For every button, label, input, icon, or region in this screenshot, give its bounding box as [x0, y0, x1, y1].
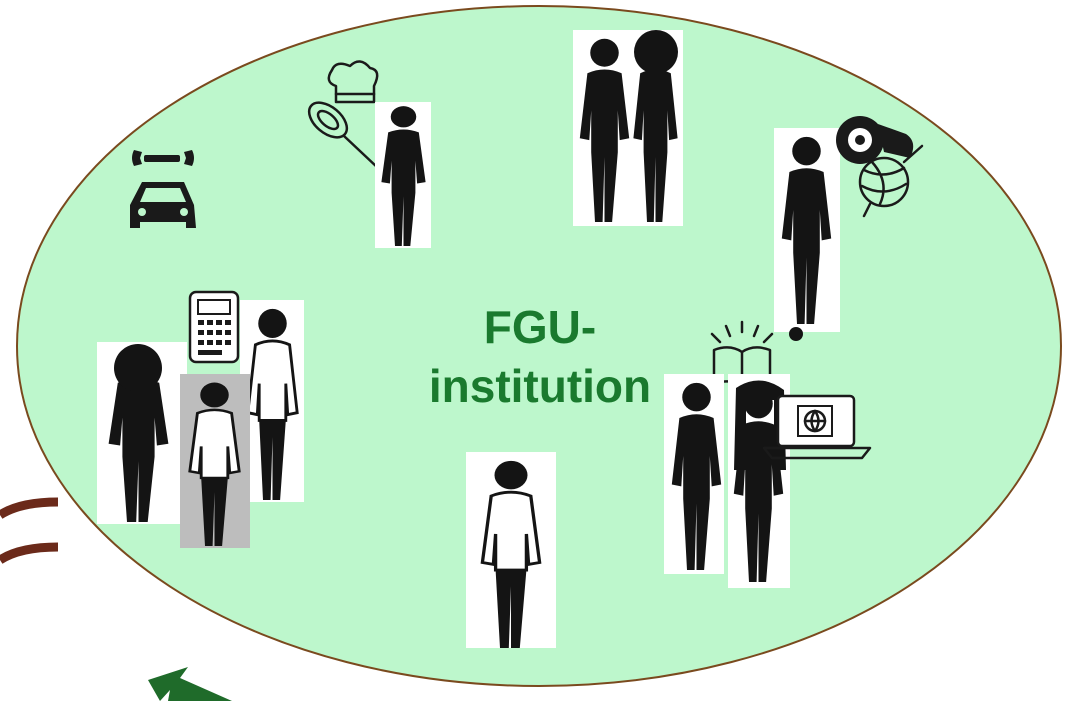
- office-group: [97, 290, 304, 548]
- car-icon: [130, 182, 196, 228]
- title-line-1: FGU-: [484, 301, 596, 353]
- chef-group: [307, 60, 431, 248]
- connector-lines: [0, 497, 59, 564]
- wrench-icon: [132, 150, 194, 166]
- crafts-group: [774, 116, 924, 332]
- title-line-2: institution: [429, 360, 651, 412]
- laptop-globe-icon: [762, 394, 872, 460]
- pair-top-group: [573, 30, 683, 226]
- measuring-tape-icon: [836, 116, 914, 164]
- yarn-ball-icon: [858, 144, 924, 218]
- whisk-icon: [307, 101, 380, 170]
- mechanic-group: [130, 150, 196, 228]
- chef-hat-icon: [327, 60, 379, 104]
- small-cat-icon: [789, 327, 803, 341]
- center-bottom-group: [466, 452, 556, 650]
- arrow-icon: [148, 667, 232, 701]
- calculator-icon: [188, 290, 240, 364]
- study-group: [664, 320, 872, 588]
